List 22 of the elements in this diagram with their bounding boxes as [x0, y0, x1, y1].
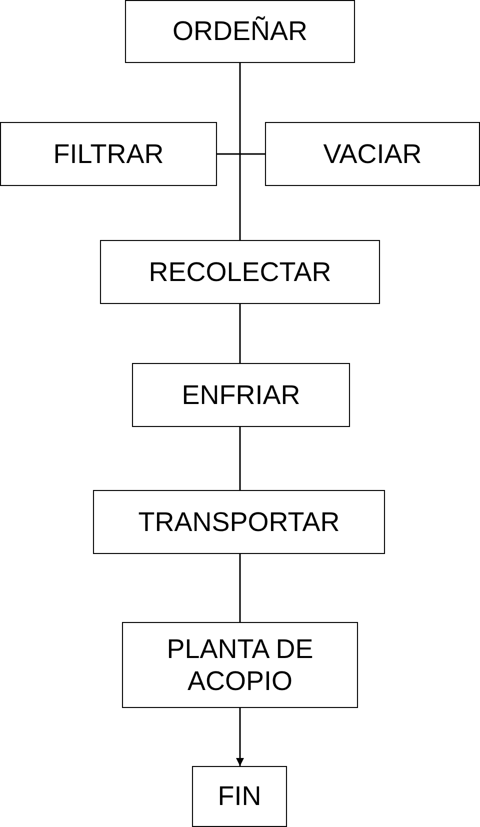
- process-box: [192, 766, 287, 827]
- process-box: [125, 0, 355, 63]
- box-label: ENFRIAR: [180, 378, 302, 412]
- process-box: [132, 363, 350, 427]
- box-label: VACIAR: [322, 138, 423, 170]
- connector-line: [217, 153, 265, 155]
- process-box: [265, 122, 480, 186]
- process-box: [100, 240, 380, 304]
- box-label: FILTRAR: [52, 138, 165, 170]
- box-label: PLANTA DE ACOPIO: [166, 632, 314, 698]
- process-box: [93, 490, 385, 554]
- connector-line: [239, 554, 241, 622]
- connector-line: [239, 63, 241, 240]
- process-box: [122, 622, 358, 708]
- arrow: [236, 708, 244, 766]
- box-label: ORDEÑAR: [171, 15, 308, 48]
- connector-line: [239, 304, 241, 363]
- box-label: FIN: [216, 780, 262, 813]
- box-label: TRANSPORTAR: [137, 506, 341, 538]
- process-box: [0, 122, 217, 186]
- box-label: RECOLECTAR: [148, 256, 332, 288]
- connector-line: [239, 427, 241, 490]
